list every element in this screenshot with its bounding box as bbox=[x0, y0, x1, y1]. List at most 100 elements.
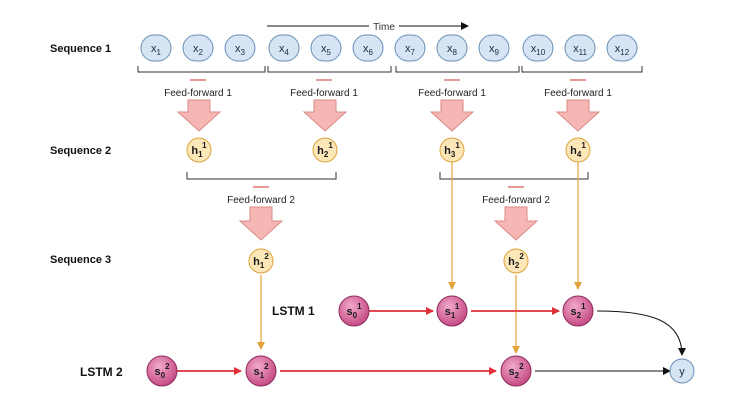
sequence-1-nodes: x1 x2 x3 x4 x5 x6 x7 x8 x9 x10 x11 x12 bbox=[140, 34, 638, 62]
x-node-label: x11 bbox=[573, 43, 587, 57]
x-node-label: x10 bbox=[531, 43, 546, 57]
x-node-label: x12 bbox=[615, 43, 630, 57]
sequence-3-nodes: h12 h22 bbox=[248, 248, 529, 274]
x-node-shape bbox=[352, 34, 384, 62]
h-level1-node-label: h31 bbox=[444, 141, 460, 159]
h-level1-node-shape bbox=[439, 137, 465, 163]
output-arrows bbox=[535, 310, 686, 375]
x-node: x4 bbox=[268, 34, 300, 62]
lstm2-state-node-shape bbox=[146, 355, 178, 387]
lstm2-state-node: s12 bbox=[245, 355, 277, 387]
x-node-shape bbox=[564, 34, 596, 62]
x-node-label: x9 bbox=[489, 43, 500, 57]
lstm1-state-node-label: s11 bbox=[445, 302, 460, 320]
x-node: x9 bbox=[478, 34, 510, 62]
x-node: x8 bbox=[436, 34, 468, 62]
x-node: x3 bbox=[224, 34, 256, 62]
h-level1-node-label: h21 bbox=[317, 141, 333, 159]
x-node: x10 bbox=[522, 34, 554, 62]
ff1-label-4: Feed-forward 1 bbox=[544, 88, 612, 99]
x-node: x1 bbox=[140, 34, 172, 62]
h-level1-node: h31 bbox=[439, 137, 465, 163]
output-node-label: y bbox=[679, 366, 685, 378]
seq1-braces bbox=[137, 66, 643, 73]
x-node-shape bbox=[478, 34, 510, 62]
lstm1-state-node-label: s01 bbox=[346, 302, 362, 320]
lstm1-state-node-shape bbox=[338, 295, 370, 327]
h-level1-node-label: h41 bbox=[570, 141, 586, 159]
h-level2-node-label: h22 bbox=[508, 252, 524, 270]
h-level2-node-label: h12 bbox=[253, 252, 269, 270]
x-node-shape bbox=[310, 34, 342, 62]
x-node-label: x6 bbox=[363, 43, 374, 57]
h-level2-node-shape bbox=[503, 248, 529, 274]
lstm-1-nodes: s01 s11 s21 bbox=[338, 295, 594, 327]
h-level2-node: h22 bbox=[503, 248, 529, 274]
h-level1-node-label: h11 bbox=[191, 141, 207, 159]
h-level1-node-shape bbox=[186, 137, 212, 163]
row-label-sequence-1: Sequence 1 bbox=[50, 43, 111, 55]
x-node-label: x1 bbox=[151, 43, 162, 57]
x-node-shape bbox=[394, 34, 426, 62]
recurrent-arrows bbox=[177, 307, 560, 375]
lstm2-state-node: s22 bbox=[500, 355, 532, 387]
lstm2-state-node: s02 bbox=[146, 355, 178, 387]
lstm1-state-node: s01 bbox=[338, 295, 370, 327]
h-level1-node: h21 bbox=[312, 137, 338, 163]
x-node-shape bbox=[224, 34, 256, 62]
lstm2-state-node-label: s12 bbox=[253, 362, 269, 380]
x-node-shape bbox=[182, 34, 214, 62]
ff1-label-2: Feed-forward 1 bbox=[290, 88, 358, 99]
ff2-label-2: Feed-forward 2 bbox=[482, 195, 550, 206]
ff2-block-arrows bbox=[238, 206, 539, 241]
h-level2-node: h12 bbox=[248, 248, 274, 274]
lstm2-state-node-shape bbox=[500, 355, 532, 387]
time-label: Time bbox=[373, 22, 395, 33]
x-node-shape bbox=[522, 34, 554, 62]
row-label-lstm-1: LSTM 1 bbox=[272, 304, 315, 318]
lstm1-state-node: s21 bbox=[562, 295, 594, 327]
h-level1-node-shape bbox=[565, 137, 591, 163]
x-node: x2 bbox=[182, 34, 214, 62]
h-level1-node: h11 bbox=[186, 137, 212, 163]
lstm1-state-node-shape bbox=[562, 295, 594, 327]
sequence-2-nodes: h11 h21 h31 h41 bbox=[186, 137, 591, 163]
lstm2-state-node-label: s22 bbox=[508, 362, 524, 380]
lstm2-state-node-shape bbox=[245, 355, 277, 387]
time-axis: Time bbox=[267, 19, 469, 33]
h-level1-node: h41 bbox=[565, 137, 591, 163]
lstm2-state-node-label: s02 bbox=[154, 362, 170, 380]
vertical-connectors bbox=[257, 162, 582, 354]
lstm1-state-node-shape bbox=[436, 295, 468, 327]
x-node: x11 bbox=[564, 34, 596, 62]
x-node-label: x7 bbox=[405, 43, 416, 57]
x-node-shape bbox=[606, 34, 638, 62]
h-level2-node-shape bbox=[248, 248, 274, 274]
ff1-label-1: Feed-forward 1 bbox=[164, 88, 232, 99]
output-node-circle bbox=[669, 358, 695, 384]
ff1-label-3: Feed-forward 1 bbox=[418, 88, 486, 99]
x-node-label: x4 bbox=[279, 43, 290, 57]
row-label-sequence-2: Sequence 2 bbox=[50, 145, 111, 157]
lstm-2-nodes: s02 s12 s22 bbox=[146, 355, 532, 387]
x-node: x5 bbox=[310, 34, 342, 62]
x-node: x12 bbox=[606, 34, 638, 62]
x-node: x7 bbox=[394, 34, 426, 62]
seq2-braces bbox=[186, 172, 589, 180]
x-node-label: x8 bbox=[447, 43, 458, 57]
output-node: y bbox=[669, 358, 695, 384]
x-node-label: x2 bbox=[193, 43, 204, 57]
lstm1-state-node-label: s21 bbox=[570, 302, 586, 320]
ff1-block-arrows bbox=[176, 99, 601, 132]
row-label-sequence-3: Sequence 3 bbox=[50, 254, 111, 266]
lstm1-state-node: s11 bbox=[436, 295, 468, 327]
ff2-label-1: Feed-forward 2 bbox=[227, 195, 295, 206]
x-node-shape bbox=[140, 34, 172, 62]
x-node-shape bbox=[268, 34, 300, 62]
x-node-label: x5 bbox=[321, 43, 332, 57]
row-label-lstm-2: LSTM 2 bbox=[80, 365, 123, 379]
h-level1-node-shape bbox=[312, 137, 338, 163]
x-node-shape bbox=[436, 34, 468, 62]
x-node: x6 bbox=[352, 34, 384, 62]
